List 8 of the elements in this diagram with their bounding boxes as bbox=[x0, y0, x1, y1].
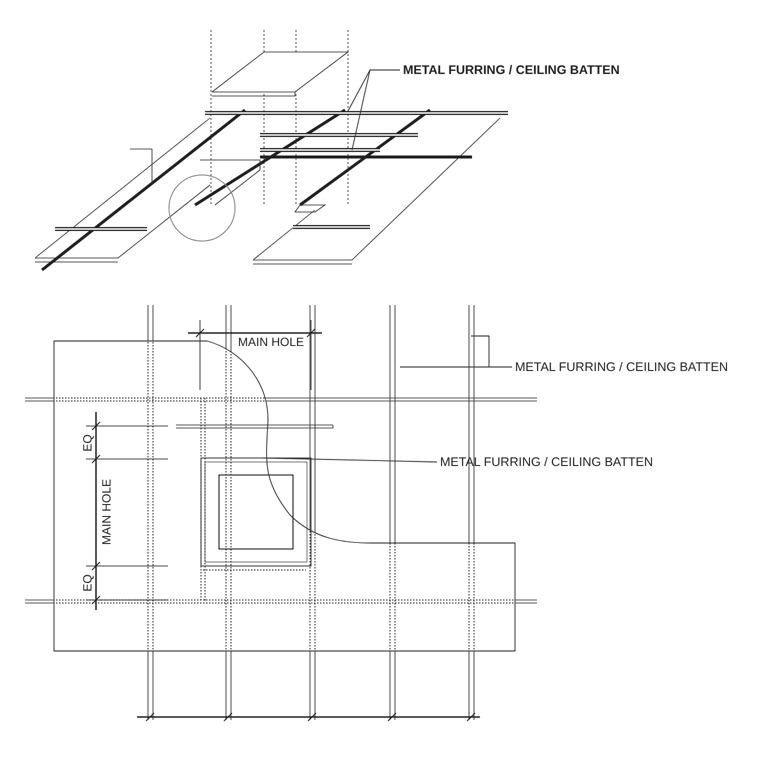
callout-label: METAL FURRING / CEILING BATTEN bbox=[403, 63, 620, 77]
leader-line bbox=[352, 70, 400, 150]
dimension-label: EQ bbox=[82, 434, 94, 452]
dimension-label: MAIN HOLE bbox=[238, 336, 304, 349]
dimension-label: EQ bbox=[82, 574, 94, 592]
callout-label: METAL FURRING / CEILING BATTEN bbox=[515, 360, 728, 374]
leader-line bbox=[262, 458, 438, 462]
dimension-label: MAIN HOLE bbox=[100, 479, 114, 545]
